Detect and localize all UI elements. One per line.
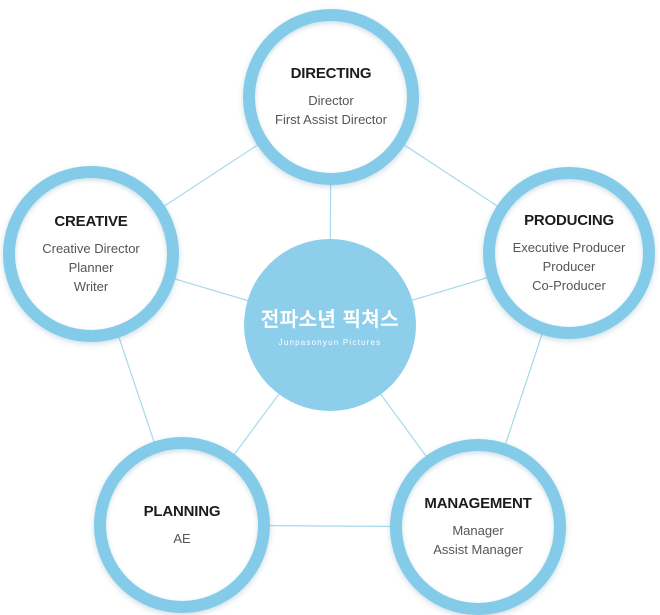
role-item: Creative Director (42, 240, 140, 256)
dept-title: PLANNING (143, 502, 221, 520)
role-item: AE (173, 530, 191, 546)
dept-planning: PLANNING AE (94, 437, 270, 613)
dept-title: CREATIVE (54, 212, 128, 230)
role-item: Producer (542, 258, 596, 274)
company-center-circle: 전파소년 픽쳐스 Junpasonyun Pictures (244, 239, 416, 411)
role-item: Planner (68, 259, 114, 275)
dept-title: MANAGEMENT (424, 495, 532, 512)
role-list: AE (173, 529, 190, 548)
dept-title: PRODUCING (524, 211, 614, 229)
role-item: Director (308, 93, 354, 108)
role-item: Co-Producer (532, 277, 606, 293)
role-item: Assist Manager (433, 542, 523, 557)
company-name-english: Junpasonyun Pictures (278, 338, 382, 347)
role-item: First Assist Director (275, 112, 387, 127)
role-item: Executive Producer (512, 239, 626, 255)
company-name-korean: 전파소년 픽쳐스 (260, 309, 400, 331)
role-item: Manager (452, 523, 504, 538)
dept-title: DIRECTING (290, 65, 372, 82)
role-item: Writer (73, 278, 109, 294)
